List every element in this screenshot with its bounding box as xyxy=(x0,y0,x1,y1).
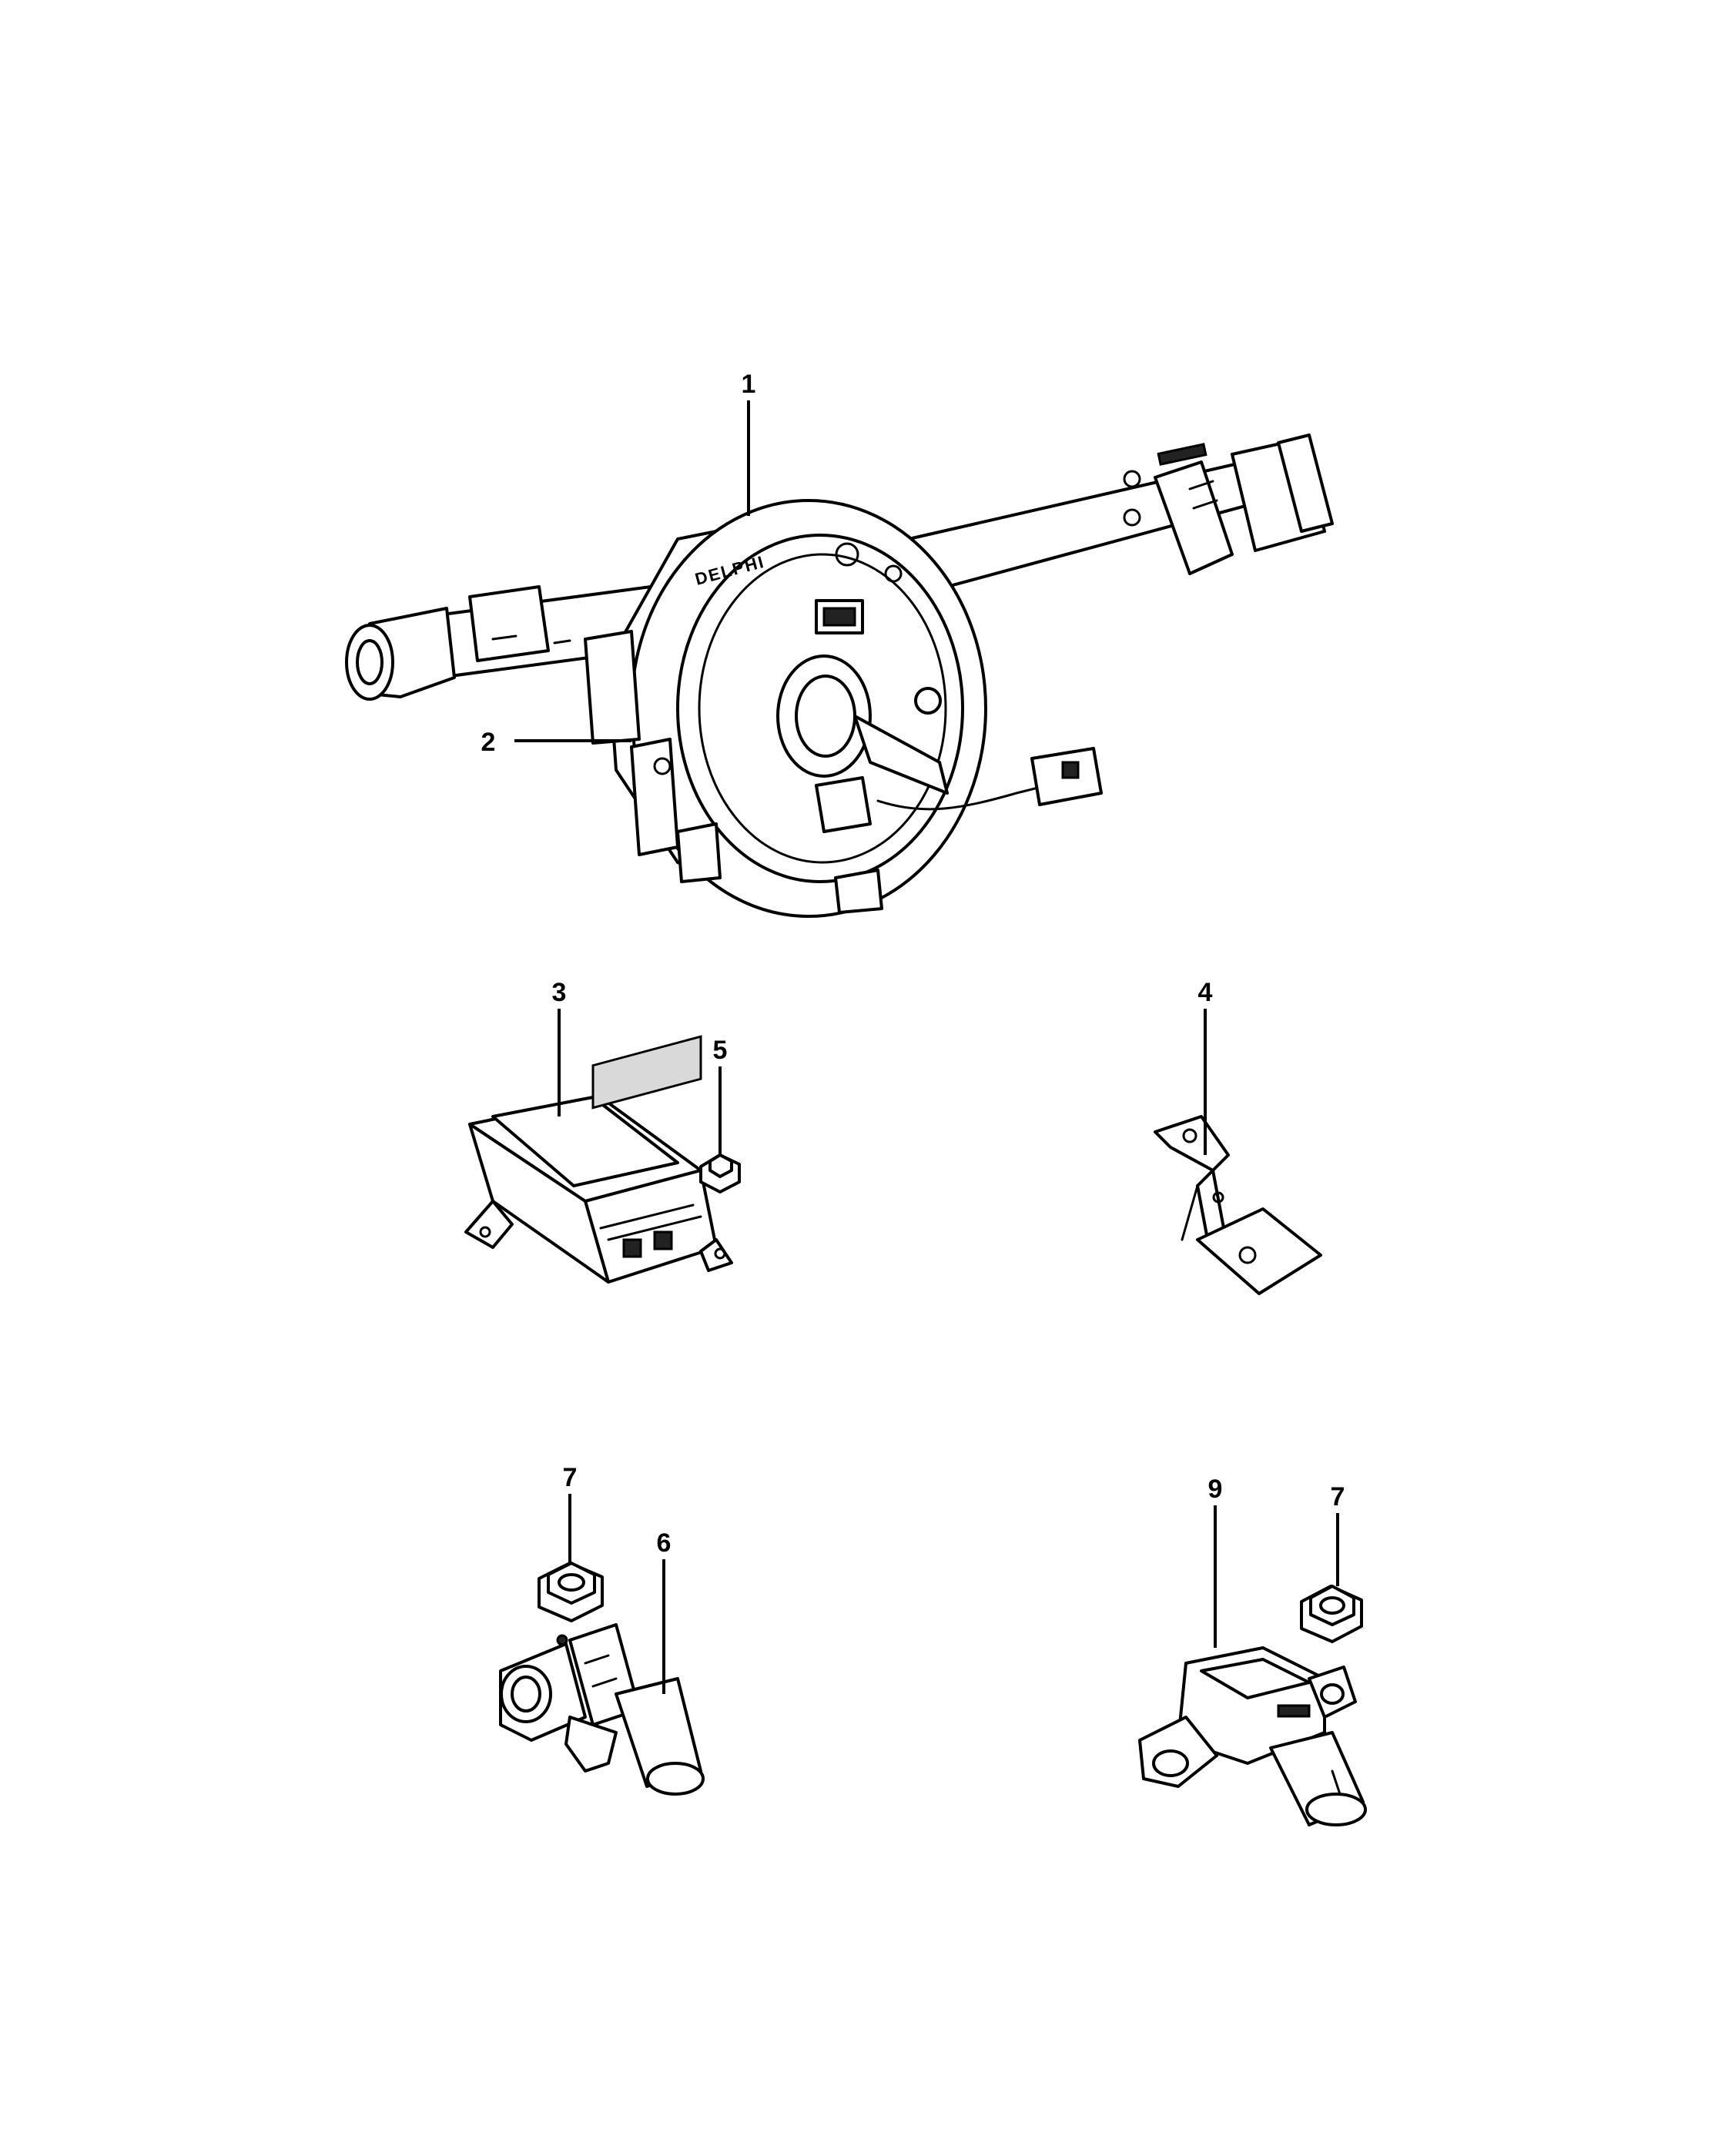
steering-column-control-module: DELPHI xyxy=(345,434,1334,918)
nut-7-left xyxy=(538,1562,604,1622)
callout-1: 1 xyxy=(742,370,756,399)
callout-7-right: 7 xyxy=(1331,1482,1345,1512)
callout-3: 3 xyxy=(552,978,567,1007)
impact-sensor-6 xyxy=(499,1623,705,1796)
mounting-bracket xyxy=(1154,1115,1322,1295)
callout-2: 2 xyxy=(481,728,496,757)
callout-4: 4 xyxy=(1198,978,1213,1007)
leader-lines xyxy=(514,400,1339,1694)
callout-5: 5 xyxy=(713,1036,728,1065)
callout-9: 9 xyxy=(1208,1475,1223,1504)
nut-5 xyxy=(699,1153,741,1194)
occupant-restraint-module xyxy=(464,1035,733,1284)
nut-7-right xyxy=(1300,1585,1363,1643)
sensor-9 xyxy=(1138,1646,1367,1826)
callout-6: 6 xyxy=(657,1528,672,1558)
callouts: 1 2 3 4 5 6 7 7 9 xyxy=(481,370,1345,1558)
callout-7-left: 7 xyxy=(563,1463,578,1492)
